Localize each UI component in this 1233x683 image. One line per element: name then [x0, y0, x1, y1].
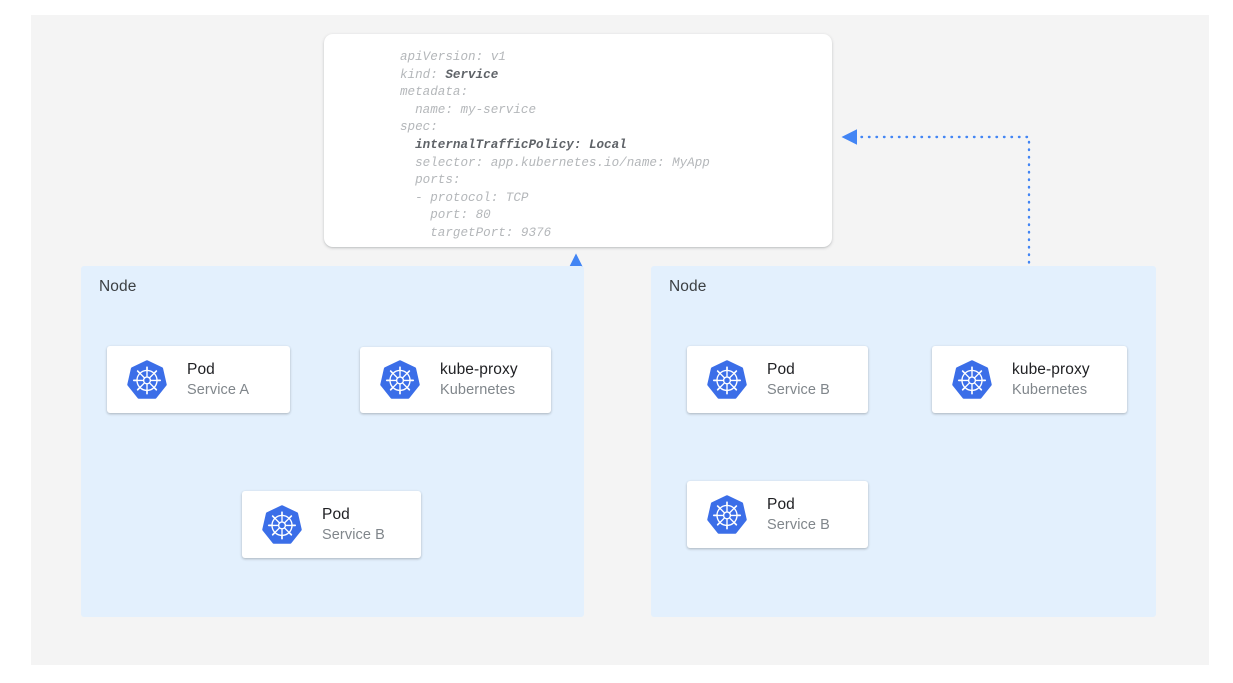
card-pod-service-a[interactable]: Pod Service A [107, 346, 290, 413]
card-pod-service-b-right-2[interactable]: Pod Service B [687, 481, 868, 548]
kubernetes-logo-icon [707, 494, 747, 535]
card-pod-service-b-left[interactable]: Pod Service B [242, 491, 421, 558]
card-title: Pod [322, 505, 350, 523]
card-title: Pod [767, 495, 795, 513]
kubernetes-logo-icon [262, 504, 302, 545]
card-subtitle: Service B [322, 526, 385, 543]
node-panel-left: Node [81, 266, 584, 617]
node-label: Node [669, 278, 707, 295]
kubernetes-logo-icon [707, 359, 747, 400]
card-subtitle: Kubernetes [1012, 381, 1088, 398]
service-spec-yaml: apiVersion: v1 kind: Service metadata: n… [400, 50, 710, 240]
kubernetes-logo-icon [380, 360, 420, 400]
service-spec-card: apiVersion: v1 kind: Service metadata: n… [324, 34, 832, 247]
card-subtitle: Service B [767, 516, 830, 533]
card-kube-proxy-left[interactable]: kube-proxy Kubernetes [360, 347, 551, 413]
card-title: Pod [767, 360, 795, 378]
card-title: kube-proxy [440, 361, 518, 378]
node-label: Node [99, 278, 137, 295]
card-subtitle: Service A [187, 381, 250, 398]
node-panel-right: Node [651, 266, 1156, 617]
card-subtitle: Service B [767, 381, 830, 398]
card-kube-proxy-right[interactable]: kube-proxy Kubernetes [932, 346, 1127, 413]
card-title: kube-proxy [1012, 360, 1090, 378]
card-subtitle: Kubernetes [440, 382, 516, 398]
kubernetes-logo-icon [127, 359, 167, 400]
card-pod-service-b-right-1[interactable]: Pod Service B [687, 346, 868, 413]
card-title: Pod [187, 360, 215, 378]
kubernetes-logo-icon [952, 359, 992, 400]
